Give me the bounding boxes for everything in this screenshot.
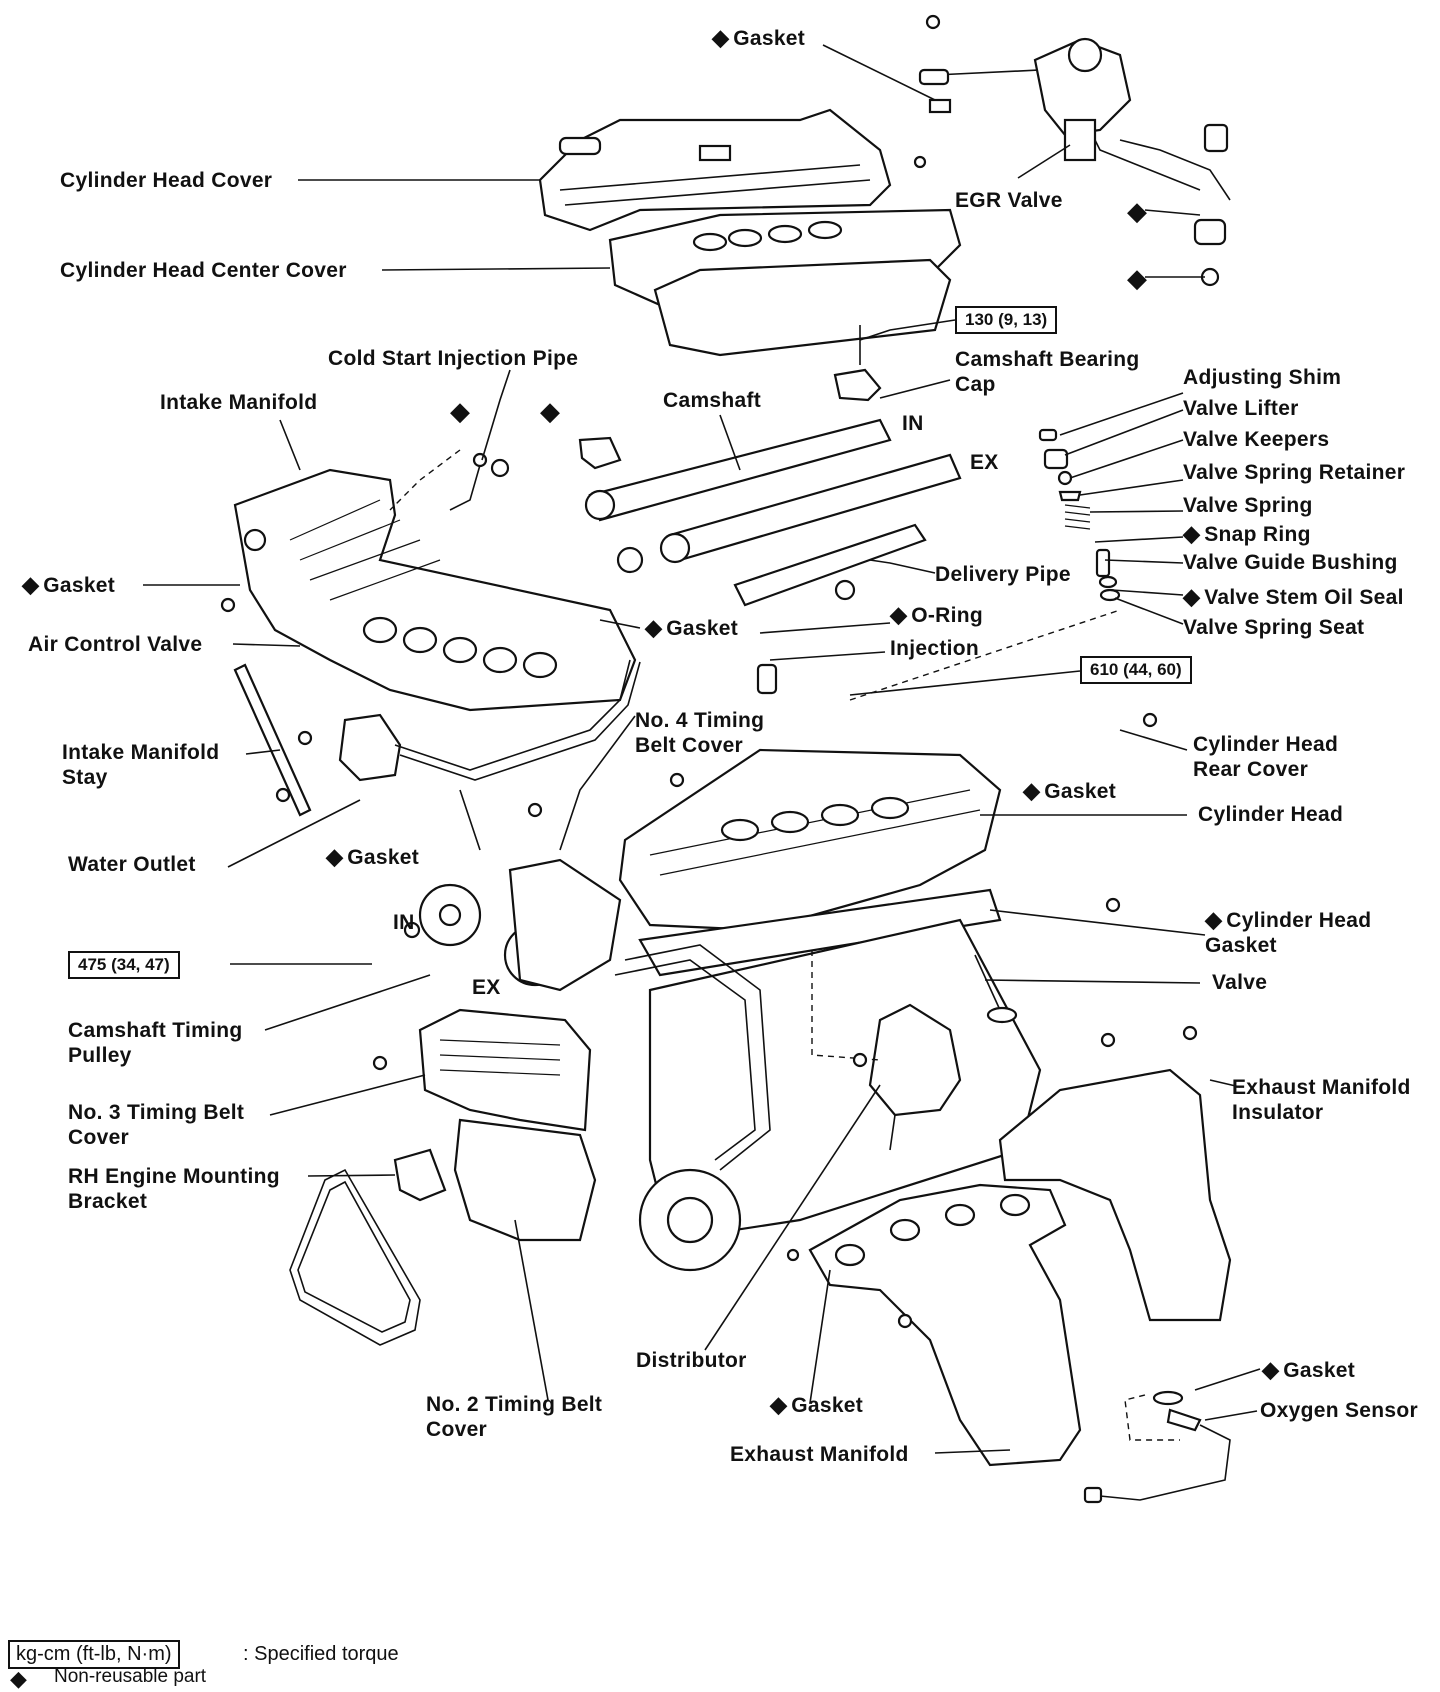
intake-manifold-stay-drawing xyxy=(233,663,312,817)
cylinder-head-drawing xyxy=(618,609,1121,932)
o-ring-label: O-Ring xyxy=(890,602,983,628)
camshaft-bearing-cap-label: Camshaft Bearing Cap xyxy=(955,348,1140,396)
exhaust-manifold-label: Exhaust Manifold xyxy=(730,1443,909,1466)
intake-manifold-label: Intake Manifold xyxy=(160,391,318,414)
valve-spring-retainer-label: Valve Spring Retainer xyxy=(1183,461,1406,484)
adjusting-shim-label: Adjusting Shim xyxy=(1183,366,1342,389)
cylinder-head-gasket-label: Cylinder Head Gasket xyxy=(1205,907,1371,958)
camshaft-timing-pulley-label: Camshaft Timing Pulley xyxy=(68,1019,243,1067)
exhaust-manifold-insulator-drawing xyxy=(998,1068,1232,1322)
distributor-drawing xyxy=(811,950,962,1151)
camshaft-ex-label: EX xyxy=(970,451,999,474)
intake-manifold-drawing xyxy=(233,468,637,712)
valve-keepers-label: Valve Keepers xyxy=(1183,428,1330,451)
diamond-icon: ◆ xyxy=(540,396,560,426)
egr-valve-drawing xyxy=(918,37,1231,287)
air-control-valve-label: Air Control Valve xyxy=(28,633,203,656)
valve-lifter-label: Valve Lifter xyxy=(1183,397,1299,420)
legend-nonreusable-desc: Non-reusable part xyxy=(54,1666,207,1687)
gasket-egr-label: Gasket xyxy=(712,25,805,51)
camshaft-in-label: IN xyxy=(902,412,924,435)
valve-label: Valve xyxy=(1212,971,1268,994)
leader-lines xyxy=(143,44,1261,1454)
timing-pulleys-drawing xyxy=(403,858,771,1171)
valve-stem-oil-seal-label: Valve Stem Oil Seal xyxy=(1183,584,1404,610)
oxygen-sensor-label: Oxygen Sensor xyxy=(1260,1399,1418,1422)
diamond-icon: ◆ xyxy=(1127,263,1147,293)
diamond-icon: ◆ xyxy=(450,396,470,426)
delivery-pipe-drawing xyxy=(733,523,927,695)
gasket-oxygen-label: Gasket xyxy=(1262,1357,1355,1383)
valve-guide-bushing-label: Valve Guide Bushing xyxy=(1183,551,1398,574)
engine-block-drawing xyxy=(638,888,1042,1272)
cold-start-injection-pipe-drawing xyxy=(389,449,510,511)
no4-timing-belt-cover-label: No. 4 Timing Belt Cover xyxy=(635,709,765,757)
cylinder-head-cover-label: Cylinder Head Cover xyxy=(60,169,273,192)
no3-timing-belt-cover-drawing xyxy=(418,1008,592,1132)
distributor-label: Distributor xyxy=(636,1349,747,1372)
snap-ring-label: Snap Ring xyxy=(1183,521,1311,547)
no2-timing-belt-cover-label: No. 2 Timing Belt Cover xyxy=(426,1393,603,1441)
pulley-in-label: IN xyxy=(393,911,415,934)
rh-engine-mounting-bracket-drawing xyxy=(393,1148,447,1202)
cylinder-head-cover-drawing xyxy=(538,108,892,232)
gasket-exhaust-label: Gasket xyxy=(770,1392,863,1418)
delivery-pipe-label: Delivery Pipe xyxy=(935,563,1071,586)
exhaust-manifold-drawing xyxy=(808,1183,1082,1467)
cylinder-head-center-cover-label: Cylinder Head Center Cover xyxy=(60,259,347,282)
torque-bearing-cap: 130 (9, 13) xyxy=(955,306,1058,334)
intake-manifold-stay-label: Intake Manifold Stay xyxy=(62,741,220,789)
gasket-rear-cover-label: Gasket xyxy=(1023,778,1116,804)
pulley-ex-label: EX xyxy=(472,976,501,999)
rh-engine-mounting-bracket-label: RH Engine Mounting Bracket xyxy=(68,1165,280,1213)
drive-belt-drawing xyxy=(289,1168,421,1346)
oxygen-sensor-drawing xyxy=(1083,1390,1231,1504)
cylinder-head-rear-cover-label: Cylinder Head Rear Cover xyxy=(1193,733,1339,781)
torque-pulley-bolt: 475 (34, 47) xyxy=(68,951,180,979)
egr-valve-label: EGR Valve xyxy=(955,189,1063,212)
bolts-drawing xyxy=(220,14,1198,1329)
gasket-manifold-label: Gasket xyxy=(645,615,738,641)
torque-head-bolt: 610 (44, 60) xyxy=(1080,656,1192,684)
camshaft-label: Camshaft xyxy=(663,389,762,412)
gasket-intake-label: Gasket xyxy=(22,572,115,598)
diamond-icon: ◆ xyxy=(10,1666,27,1691)
valve-spring-label: Valve Spring xyxy=(1183,494,1313,517)
injection-label: Injection xyxy=(890,637,980,660)
gasket-water-outlet-label: Gasket xyxy=(326,844,419,870)
valve-train-parts-drawing xyxy=(1038,428,1121,602)
valve-drawing xyxy=(974,954,1018,1024)
cold-start-injection-pipe-label: Cold Start Injection Pipe xyxy=(328,347,579,370)
no2-timing-belt-cover-drawing xyxy=(453,1118,597,1242)
cylinder-head-label: Cylinder Head xyxy=(1198,803,1344,826)
bearing-cap-drawing xyxy=(578,325,882,470)
no3-timing-belt-cover-label: No. 3 Timing Belt Cover xyxy=(68,1101,245,1149)
diamond-icon: ◆ xyxy=(1127,196,1147,226)
legend-torque-desc: : Specified torque xyxy=(243,1643,399,1665)
water-outlet-label: Water Outlet xyxy=(68,853,196,876)
legend-torque-unit: kg-cm (ft-lb, N·m) xyxy=(8,1640,180,1669)
cylinder-head-center-cover-drawing xyxy=(608,208,962,357)
valve-spring-seat-label: Valve Spring Seat xyxy=(1183,616,1365,639)
exhaust-manifold-insulator-label: Exhaust Manifold Insulator xyxy=(1232,1076,1411,1124)
water-outlet-drawing xyxy=(338,659,641,782)
